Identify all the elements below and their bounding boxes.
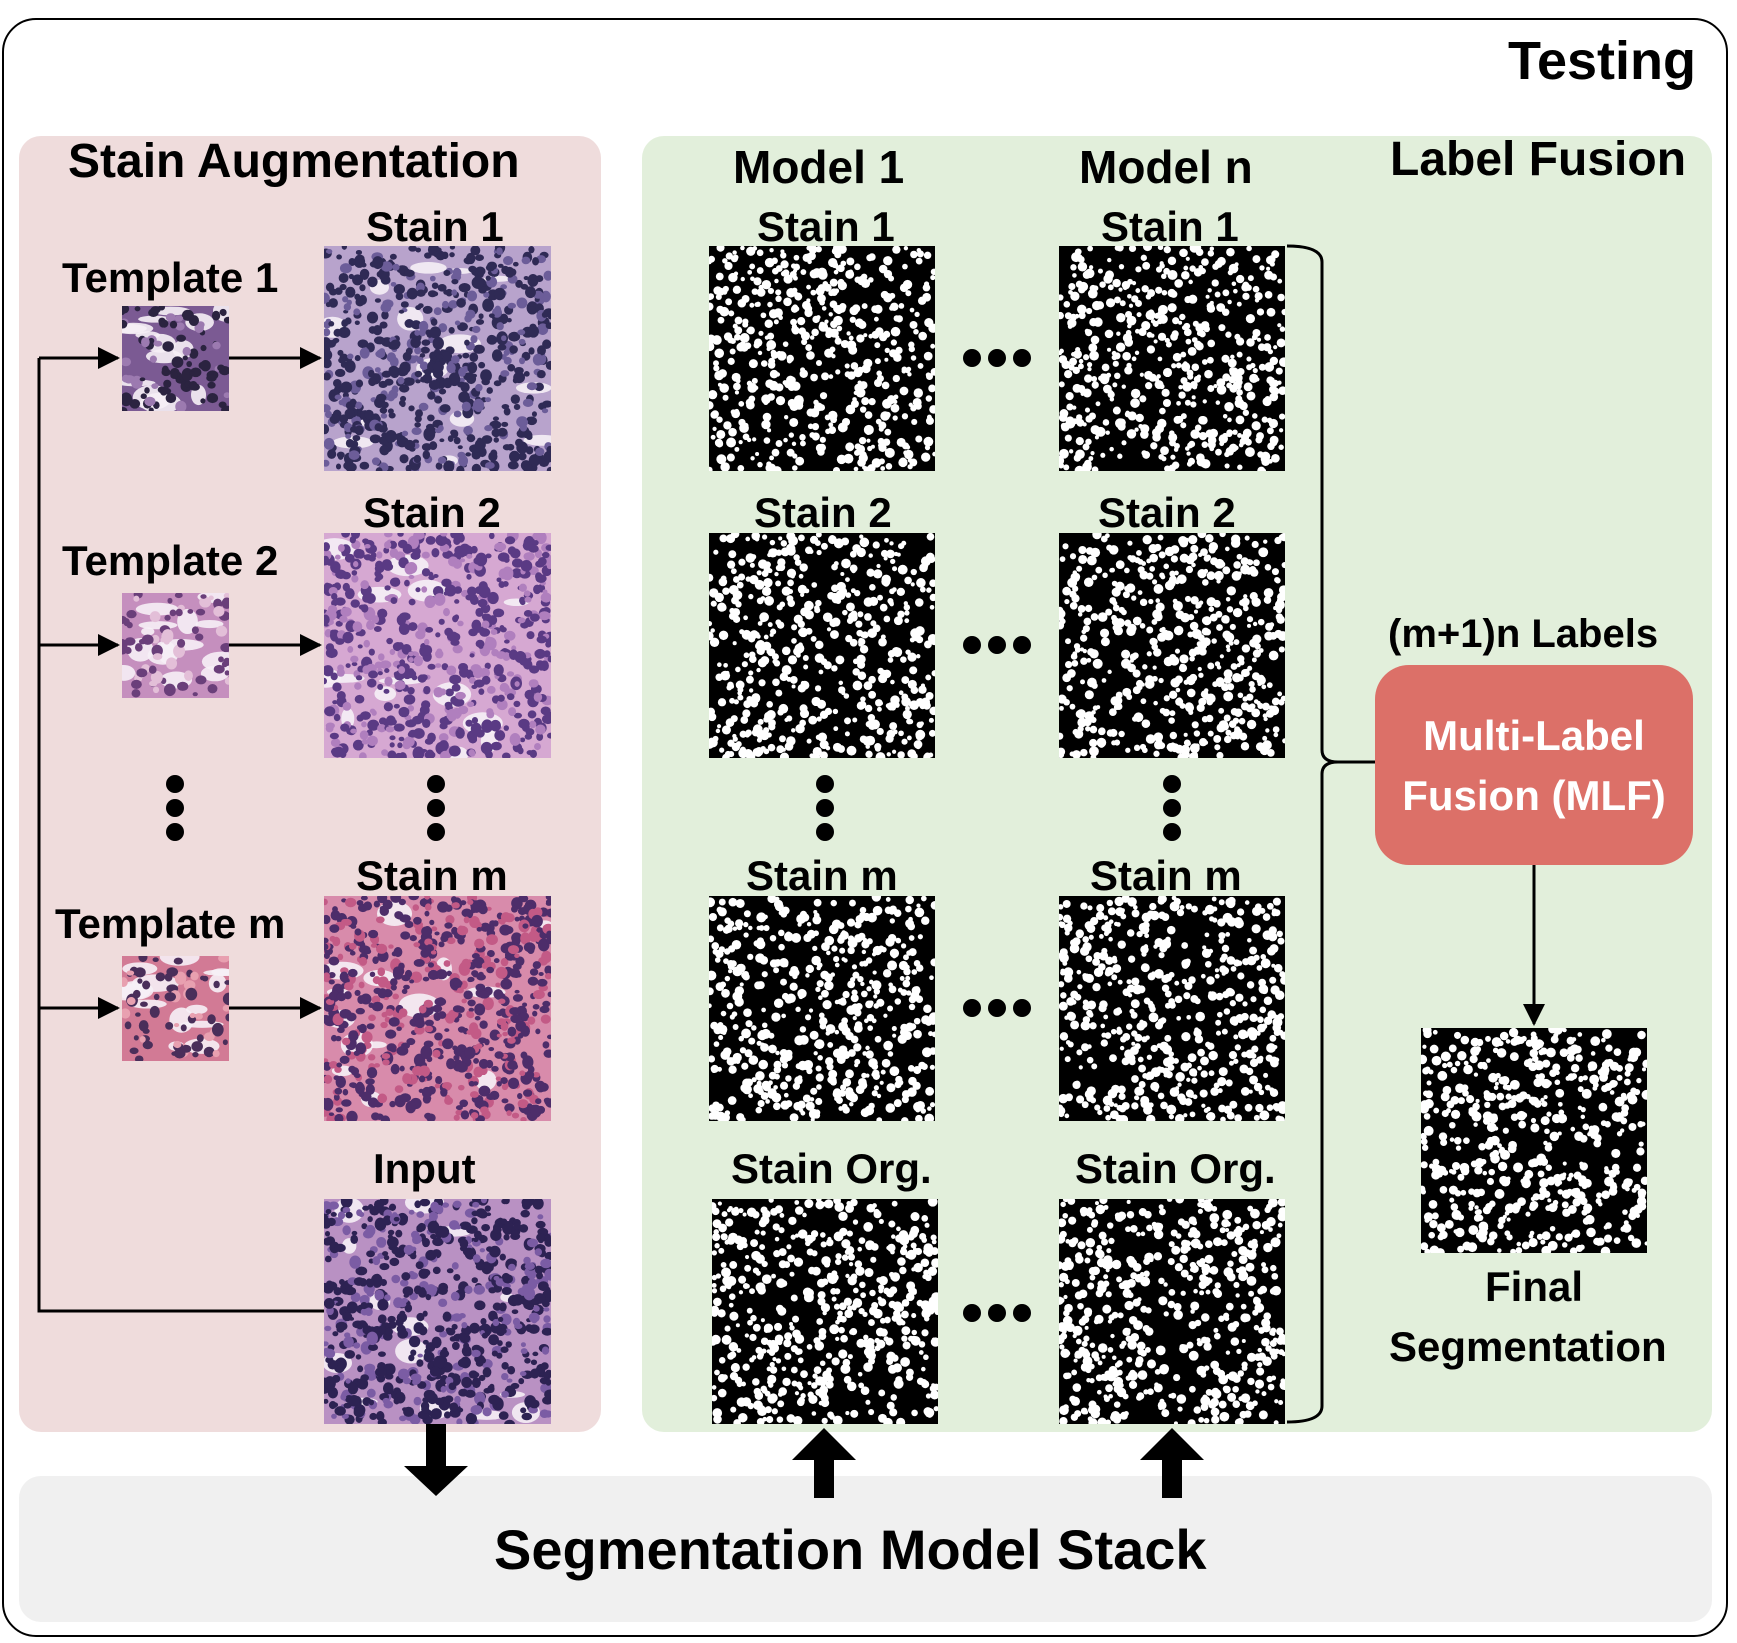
model-n-up-arrow	[1140, 1428, 1204, 1498]
stack-arrows	[404, 1424, 1204, 1498]
stain-image-2	[324, 533, 551, 758]
input-feedback-line	[37, 358, 324, 1313]
model-n-row-label-2: Stain 2	[1098, 489, 1236, 536]
segmentation-model-stack-panel	[19, 1476, 1712, 1622]
final-segmentation-mask	[1421, 1028, 1647, 1253]
mlf-label-line-1: Multi-Label	[1423, 712, 1645, 759]
model-1-title: Model 1	[733, 141, 905, 193]
template-label-1: Template 1	[62, 254, 279, 301]
model-n-mask-stain-m	[1059, 896, 1285, 1121]
model-1-mask-stain-org	[712, 1199, 938, 1424]
model-n-row-label-m: Stain m	[1090, 852, 1242, 899]
testing-title: Testing	[1508, 31, 1696, 91]
stain-image-1	[324, 246, 551, 471]
stain-image-m	[324, 896, 551, 1121]
model-1-row-label-1: Stain 1	[757, 203, 895, 250]
model-n-mask-stain-org	[1059, 1199, 1285, 1424]
model-n-mask-stain-2	[1059, 533, 1285, 758]
fusion-bracket	[1286, 244, 1375, 1424]
input-image	[324, 1199, 551, 1424]
model-1-row-label-m: Stain m	[746, 852, 898, 899]
ellipsis-dots	[166, 349, 1181, 1322]
model-1-up-arrow	[792, 1428, 856, 1498]
mlf-box: Multi-Label Fusion (MLF)	[1375, 665, 1693, 865]
template-patch-2	[122, 593, 229, 698]
mlf-label-line-2: Fusion (MLF)	[1402, 772, 1666, 819]
segmentation-model-stack-title: Segmentation Model Stack	[494, 1518, 1207, 1581]
input-label: Input	[373, 1145, 476, 1192]
template-arrows	[39, 347, 322, 1019]
stack-down-arrow	[404, 1424, 468, 1496]
stain-label-1: Stain 1	[366, 203, 504, 250]
labels-count-label: (m+1)n Labels	[1388, 612, 1659, 656]
model-1-mask-stain-1	[709, 246, 935, 471]
stain-label-2: Stain 2	[363, 489, 501, 536]
stain-label-m: Stain m	[356, 852, 508, 899]
model-1-mask-stain-2	[709, 533, 935, 758]
model-n-row-label-1: Stain 1	[1101, 203, 1239, 250]
model-1-mask-stain-m	[709, 896, 935, 1121]
model-n-title: Model n	[1079, 141, 1253, 193]
template-label-2: Template 2	[62, 537, 279, 584]
model-1-row-label-2: Stain 2	[754, 489, 892, 536]
template-label-m: Template m	[55, 900, 286, 947]
model-n-mask-stain-1	[1059, 246, 1285, 471]
template-patch-1	[122, 306, 229, 411]
final-label-line-2: Segmentation	[1389, 1323, 1667, 1370]
model-n-row-label-org: Stain Org.	[1075, 1145, 1276, 1192]
stain-augmentation-title: Stain Augmentation	[68, 135, 520, 188]
label-fusion-title: Label Fusion	[1390, 133, 1687, 186]
template-patch-m	[122, 956, 229, 1061]
final-label-line-1: Final	[1485, 1263, 1584, 1310]
model-1-row-label-org: Stain Org.	[731, 1145, 932, 1192]
